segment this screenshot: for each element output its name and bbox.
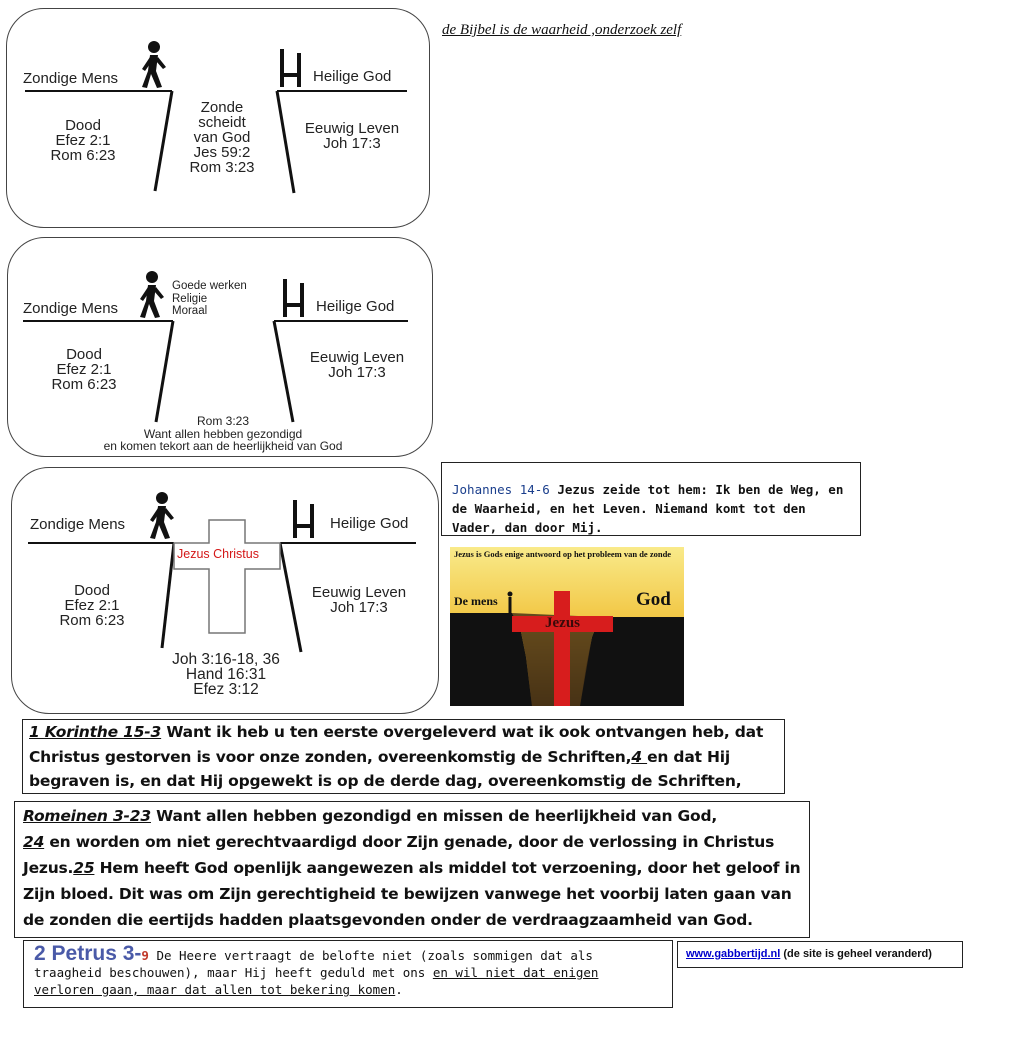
chair-icon — [283, 279, 304, 317]
jesus-christ-label: Jezus Christus — [177, 547, 259, 561]
cross-bridge — [173, 519, 281, 634]
rom-v25: 25 — [73, 859, 95, 877]
jesus-answer-poster: Jezus is Gods enige antwoord op het prob… — [450, 547, 684, 706]
sinful-man-label: Zondige Mens — [23, 70, 119, 87]
john-ref: Johannes 14-6 — [452, 482, 550, 497]
poster-jesus-label: Jezus — [545, 615, 580, 631]
rom-v24: 24 — [23, 833, 45, 851]
cor-ref-4: 4 — [631, 747, 648, 766]
walking-man-icon — [150, 492, 174, 539]
site-link[interactable]: www.gabbertijd.nl — [686, 948, 781, 960]
site-link-box: www.gabbertijd.nl (de site is geheel ver… — [677, 941, 963, 968]
peter-text-2: en wil niet dat enigen verloren gaan, ma… — [34, 965, 599, 997]
poster-man-label: De mens — [454, 594, 498, 608]
holy-god-label: Heilige God — [330, 515, 409, 532]
cor-text-1: Want ik heb u ten eerste overgeleverd wa… — [29, 723, 764, 766]
peter-text-1: De Heere vertraagt de belofte niet (zoal… — [34, 948, 593, 980]
poster-illustration — [450, 547, 684, 706]
sinful-man-label: Zondige Mens — [23, 300, 119, 317]
chasm-drawing — [25, 41, 407, 194]
john-text: Jezus zeide tot hem: Ik ben de Weg, en d… — [452, 482, 844, 535]
peter-ref: 2 Petrus 3- — [34, 942, 142, 965]
holy-god-label: Heilige God — [313, 68, 392, 85]
cor-ref: 1 Korinthe 15-3 — [29, 723, 162, 741]
rom-ref: Romeinen 3-23 — [23, 807, 151, 825]
walking-man-icon — [140, 271, 164, 318]
sinful-man-label: Zondige Mens — [30, 516, 126, 533]
page-tagline: de Bijbel is de waarheid ,onderzoek zelf — [442, 22, 682, 38]
rom-text-2: en worden om niet gerechtvaardigd door Z… — [23, 833, 775, 877]
john-14-6-box: Johannes 14-6 Jezus zeide tot hem: Ik be… — [441, 462, 861, 536]
rom-text-3: Hem heeft God openlijk aangewezen als mi… — [23, 859, 801, 929]
poster-god-label: God — [636, 589, 671, 610]
walking-man-icon — [142, 41, 166, 88]
diagram-panel-jesus-bridge: Zondige Mens Heilige God Jezus Christus … — [11, 467, 439, 714]
chasm-drawing — [23, 271, 408, 423]
chasm-drawing — [28, 492, 416, 653]
site-note: (de site is geheel veranderd) — [780, 948, 932, 960]
peter-box: 2 Petrus 3-9 De Heere vertraagt de belof… — [23, 940, 673, 1008]
chair-icon — [280, 49, 301, 87]
corinthians-box: 1 Korinthe 15-3 Want ik heb u ten eerste… — [22, 719, 785, 794]
holy-god-label: Heilige God — [316, 298, 395, 315]
rom-text-1: Want allen hebben gezondigd en missen de… — [150, 807, 718, 825]
romans-box: Romeinen 3-23 Want allen hebben gezondig… — [14, 801, 810, 938]
peter-verse-num: 9 — [141, 948, 149, 963]
poster-banner: Jezus is Gods enige antwoord op het prob… — [454, 549, 672, 559]
chair-icon — [293, 500, 314, 538]
peter-text-3: . — [395, 982, 403, 997]
cor-text-2: en dat Hij begraven is, en dat Hij opgew… — [29, 747, 742, 791]
